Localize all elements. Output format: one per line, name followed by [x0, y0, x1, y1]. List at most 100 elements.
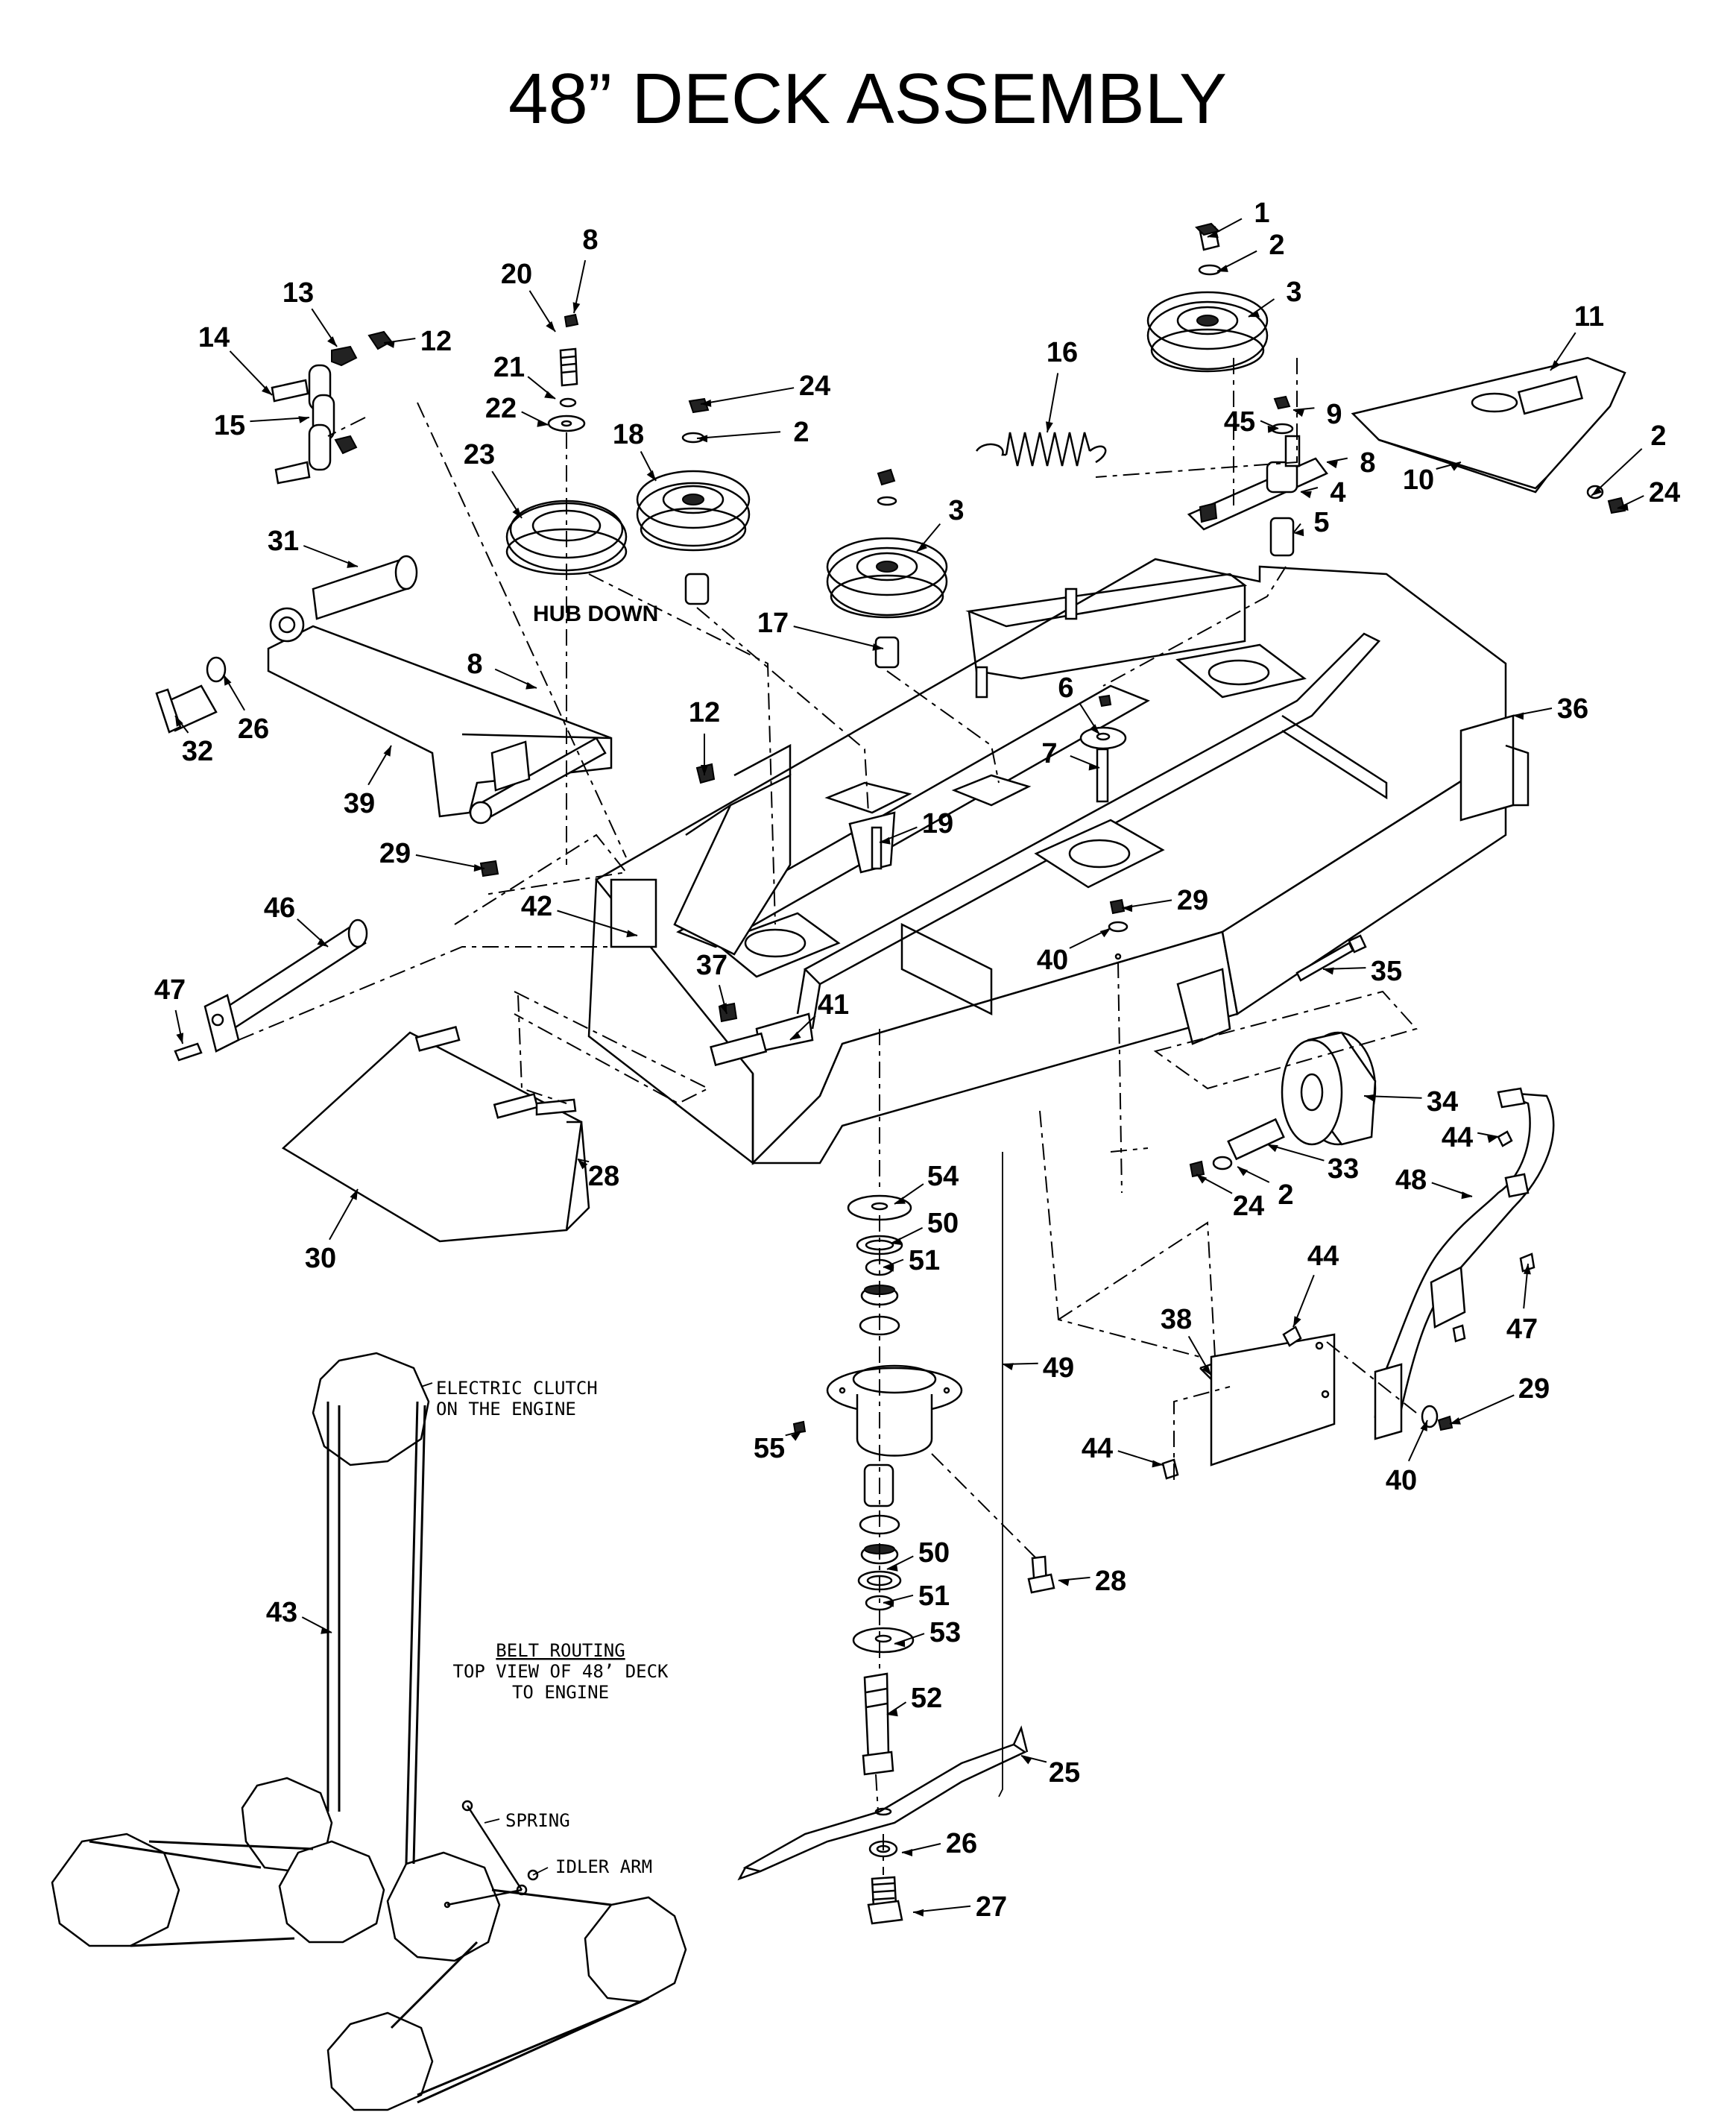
callout-label: 14 — [198, 322, 230, 353]
callout-arrowhead — [383, 746, 391, 757]
callout-c40a: 40 — [1037, 927, 1111, 976]
callout-c1: 1 — [1207, 198, 1270, 239]
belt-cover — [1351, 356, 1626, 514]
callout-c36: 36 — [1512, 693, 1588, 725]
callout-label: 23 — [464, 439, 495, 470]
hanging-chain — [271, 330, 393, 485]
callout-arrowhead — [1461, 1191, 1472, 1200]
electric-clutch-note-line1: ELECTRIC CLUTCH — [436, 1378, 598, 1399]
side-shield-48 — [1374, 1087, 1555, 1440]
callout-c51b: 51 — [883, 1581, 950, 1612]
callout-arrowhead — [646, 470, 656, 481]
callout-label: 31 — [268, 526, 299, 557]
callout-leader — [1591, 448, 1643, 497]
side-bolt — [1295, 934, 1367, 982]
callout-arrowhead — [1122, 904, 1133, 913]
callout-label: 48 — [1395, 1165, 1427, 1196]
callout-label: 8 — [1360, 447, 1375, 479]
callout-label: 30 — [305, 1243, 336, 1274]
callout-arrowhead — [1327, 461, 1338, 469]
callout-c31: 31 — [268, 526, 359, 568]
callout-arrowhead — [887, 1709, 898, 1717]
callout-arrowhead — [1293, 529, 1304, 537]
callout-c53: 53 — [894, 1617, 961, 1648]
callout-label: 24 — [1649, 477, 1680, 508]
callout-arrowhead — [1301, 491, 1312, 499]
callout-c43: 43 — [266, 1597, 332, 1634]
callout-label: 26 — [946, 1828, 977, 1859]
callout-arrowhead — [1099, 928, 1111, 938]
callout-label: 2 — [793, 417, 809, 448]
callout-c28b: 28 — [1058, 1566, 1126, 1597]
callout-label: 28 — [588, 1161, 619, 1192]
callout-leader — [415, 854, 485, 869]
callout-label: 50 — [918, 1537, 950, 1569]
callout-c27: 27 — [912, 1891, 1007, 1923]
callout-label: 32 — [182, 736, 213, 767]
callout-c24a: 24 — [700, 371, 830, 407]
callout-label: 46 — [264, 892, 295, 924]
callout-arrowhead — [902, 1849, 912, 1856]
callout-label: 33 — [1328, 1153, 1359, 1185]
callout-arrowhead — [1003, 1363, 1014, 1370]
callout-arrowhead — [1237, 1167, 1249, 1176]
callout-c12a: 12 — [383, 326, 452, 357]
callout-arrowhead — [913, 1909, 924, 1917]
callout-label: 40 — [1037, 945, 1068, 976]
callout-c52: 52 — [886, 1683, 942, 1717]
callout-arrowhead — [1591, 486, 1603, 496]
callout-label: 36 — [1557, 693, 1588, 725]
callout-label: 37 — [696, 950, 727, 981]
callout-c7: 7 — [1041, 738, 1100, 771]
callout-arrowhead — [512, 507, 522, 518]
callout-arrowhead — [883, 1264, 894, 1272]
callout-arrowhead — [894, 1197, 906, 1204]
callout-leader — [1326, 457, 1348, 463]
callout-c23: 23 — [464, 439, 523, 519]
callout-label: 52 — [911, 1683, 942, 1714]
callout-c16: 16 — [1046, 337, 1078, 433]
deck-shell — [587, 558, 1530, 1166]
lift-arm — [267, 555, 613, 825]
callout-arrowhead — [262, 385, 272, 395]
callout-label: 38 — [1161, 1304, 1192, 1335]
anti-scalp-wheel — [1189, 1031, 1377, 1178]
callout-arrowhead — [473, 864, 484, 872]
callout-arrowhead — [176, 1033, 183, 1044]
callout-c17: 17 — [757, 608, 884, 651]
callout-c21: 21 — [493, 352, 556, 400]
spring-note: SPRING — [505, 1810, 570, 1831]
callout-arrowhead — [1323, 967, 1334, 975]
callout-arrowhead — [1046, 421, 1053, 432]
callout-c44b: 44 — [1292, 1241, 1339, 1328]
callout-arrowhead — [1208, 230, 1219, 239]
callout-arrowhead — [1267, 425, 1278, 433]
callout-c20: 20 — [501, 259, 556, 333]
electric-clutch-note-line2: ON THE ENGINE — [436, 1399, 576, 1419]
callout-arrowhead — [1513, 712, 1524, 720]
callout-arrowhead — [175, 716, 183, 727]
callout-c26a: 26 — [223, 674, 269, 745]
callout-label: 11 — [1574, 301, 1604, 333]
callout-c54: 54 — [894, 1161, 959, 1205]
callout-label: 18 — [613, 419, 644, 450]
pulley-3-lower — [826, 537, 948, 619]
callout-arrowhead — [317, 938, 328, 947]
callout-c8a: 8 — [572, 224, 599, 314]
callout-c33: 33 — [1266, 1144, 1359, 1185]
callout-leader — [577, 1159, 590, 1163]
callout-arrowhead — [546, 321, 555, 332]
callout-c5: 5 — [1292, 507, 1330, 538]
callout-leader — [883, 1258, 904, 1268]
callout-c39: 39 — [344, 745, 392, 819]
callout-arrowhead — [525, 681, 537, 690]
callout-c13: 13 — [283, 277, 338, 347]
callout-c9: 9 — [1292, 399, 1342, 430]
callout-arrowhead — [891, 1238, 902, 1245]
callout-arrowhead — [1021, 1756, 1032, 1765]
callout-label: 29 — [379, 838, 411, 869]
callout-arrowhead — [578, 1159, 588, 1170]
callout-arrowhead — [1523, 1264, 1531, 1275]
callout-c4: 4 — [1300, 477, 1346, 508]
callout-arrowhead — [298, 416, 309, 423]
